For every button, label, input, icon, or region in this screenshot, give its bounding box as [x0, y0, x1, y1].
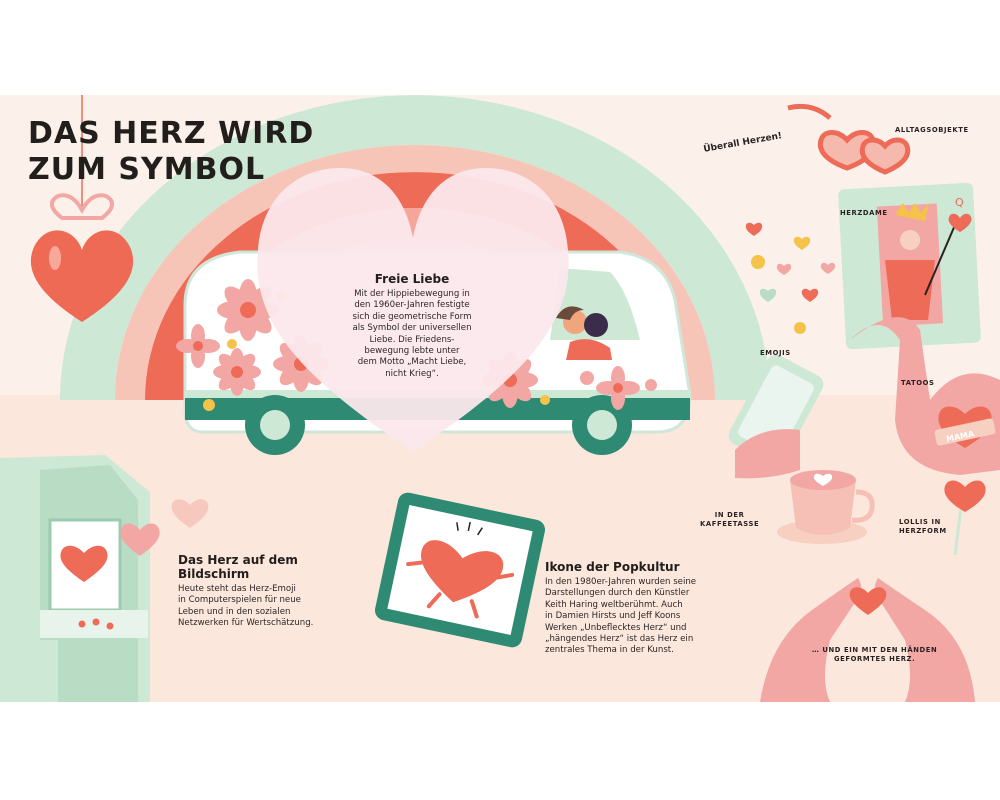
freie-liebe-section: Freie Liebe Mit der Hippiebewegung in de… [312, 272, 512, 380]
page-spread [0, 95, 1000, 702]
queen-of-hearts-card [838, 182, 981, 350]
popkultur-section: Ikone der Popkultur In den 1980er-Jahren… [545, 560, 725, 657]
label-line: … UND EIN MIT DEN HÄNDEN [812, 646, 938, 654]
large-heart-shape [257, 168, 569, 452]
coffee-cup [777, 470, 875, 544]
section-line: sich die geometrische Form [352, 311, 472, 322]
section-line: Liebe. Die Friedens- [369, 334, 455, 345]
section-line: „hängendes Herz“ ist das Herz ein [545, 634, 694, 645]
section-line: nicht Krieg“. [385, 368, 439, 379]
section-heading: Freie Liebe [374, 272, 450, 286]
label-line: LOLLIS IN [899, 518, 941, 526]
label-herzdame: HERZDAME [840, 209, 888, 217]
section-line: in Computerspielen für neue [178, 595, 301, 606]
section-heading: Das Herz auf dem [178, 553, 298, 567]
floating-heart-icon [120, 523, 160, 556]
label-emojis: EMOJIS [760, 349, 791, 357]
hand-with-phone [728, 354, 824, 479]
section-line: zentrales Thema in der Kunst. [545, 645, 674, 656]
label-lollis: LOLLIS IN HERZFORM [899, 518, 947, 536]
section-line: Heute steht das Herz-Emoji [178, 584, 296, 594]
label-line: KAFFEETASSE [700, 520, 760, 528]
page-title-line: ZUM SYMBOL [28, 152, 266, 187]
arcade-machine [0, 455, 150, 702]
section-heading: Ikone der Popkultur [545, 560, 680, 574]
bildschirm-section: Das Herz auf dem Bildschirm Heute steht … [178, 553, 348, 630]
hands-forming-heart [760, 578, 975, 702]
section-line: In den 1980er-Jahren wurden seine [545, 577, 697, 587]
section-heading: Bildschirm [178, 567, 250, 581]
label-tatoos: TATOOS [901, 379, 935, 387]
tattoo-arm [850, 317, 1000, 475]
section-line: bewegung lebte unter [364, 346, 460, 357]
section-line: den 1960er-Jahren festigte [354, 300, 470, 311]
section-line: Leben und in den sozialen [178, 606, 291, 617]
heart-sunglasses [787, 103, 911, 175]
page-title-line: DAS HERZ WIRD [28, 116, 315, 151]
label-line: IN DER [714, 511, 745, 519]
section-line: Darstellungen durch den Künstler [545, 588, 690, 599]
floating-heart-icon [171, 499, 209, 528]
section-line: Keith Haring weltberühmt. Auch [545, 599, 683, 610]
card-letter: Q [955, 196, 964, 209]
label-line: GEFORMTES HERZ. [834, 655, 916, 663]
section-line: Mit der Hippiebewegung in [354, 289, 470, 299]
section-line: Werken „Unbeflecktes Herz“ und [545, 622, 687, 633]
label-line: HERZFORM [899, 527, 947, 535]
section-line: Netzwerken für Wertschätzung. [178, 618, 314, 629]
section-line: als Symbol der universellen [352, 323, 472, 334]
section-line: dem Motto „Macht Liebe, [357, 357, 467, 368]
hanging-heart-icon [30, 95, 134, 322]
label-haende: … UND EIN MIT DEN HÄNDEN GEFORMTES HERZ. [812, 646, 937, 664]
emoji-hearts [745, 222, 836, 334]
framed-heart-artwork [374, 492, 546, 648]
label-kaffeetasse: IN DER KAFFEETASSE [700, 511, 759, 529]
page-title: DAS HERZ WIRD ZUM SYMBOL [28, 116, 314, 188]
section-line: in Damien Hirsts und Jeff Koons [545, 611, 681, 622]
illustration-layer [0, 95, 1000, 702]
label-alltagsobjekte: ALLTAGSOBJEKTE [895, 126, 969, 134]
heart-lollipop [944, 480, 986, 556]
